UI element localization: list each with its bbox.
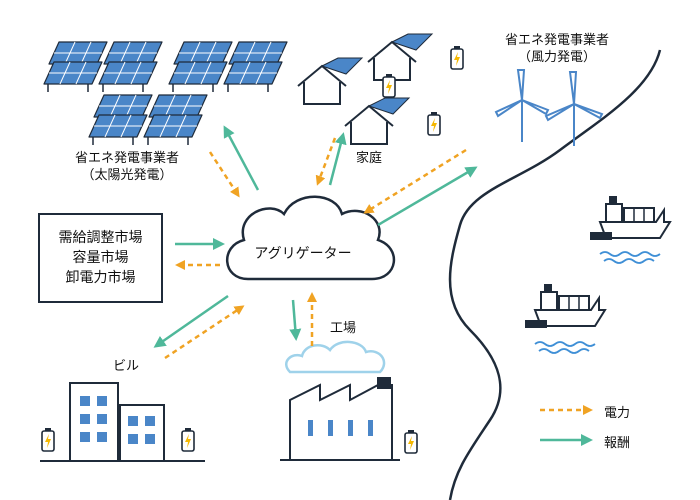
- solar-provider-line2: （太陽光発電）: [52, 167, 202, 184]
- building-icon: [40, 383, 205, 461]
- household-label: 家庭: [356, 150, 382, 167]
- legend-power-label: 電力: [604, 402, 630, 421]
- aggregator-label: アグリゲーター: [238, 243, 368, 263]
- market-item: 卸電力市場: [66, 268, 136, 288]
- market-item: 需給調整市場: [59, 228, 143, 248]
- building-label: ビル: [113, 358, 139, 375]
- solar-provider-line1: 省エネ発電事業者: [52, 150, 202, 167]
- solar-field: [44, 42, 287, 145]
- ships: [525, 196, 670, 353]
- cloud-icon: [286, 342, 384, 372]
- wind-turbines: [496, 70, 602, 146]
- solar-provider-label: 省エネ発電事業者 （太陽光発電）: [52, 150, 202, 184]
- factory-icon: [280, 378, 400, 460]
- legend-reward-label: 報酬: [604, 432, 630, 451]
- factory-label: 工場: [330, 320, 356, 337]
- wind-provider-line2: （風力発電）: [482, 49, 632, 66]
- cloud-icon: [227, 197, 394, 279]
- houses: [298, 34, 463, 144]
- wind-provider-label: 省エネ発電事業者 （風力発電）: [482, 32, 632, 66]
- market-item: 容量市場: [73, 248, 129, 268]
- wind-provider-line1: 省エネ発電事業者: [482, 32, 632, 49]
- market-box: 需給調整市場 容量市場 卸電力市場: [38, 213, 163, 303]
- legend: [540, 410, 590, 440]
